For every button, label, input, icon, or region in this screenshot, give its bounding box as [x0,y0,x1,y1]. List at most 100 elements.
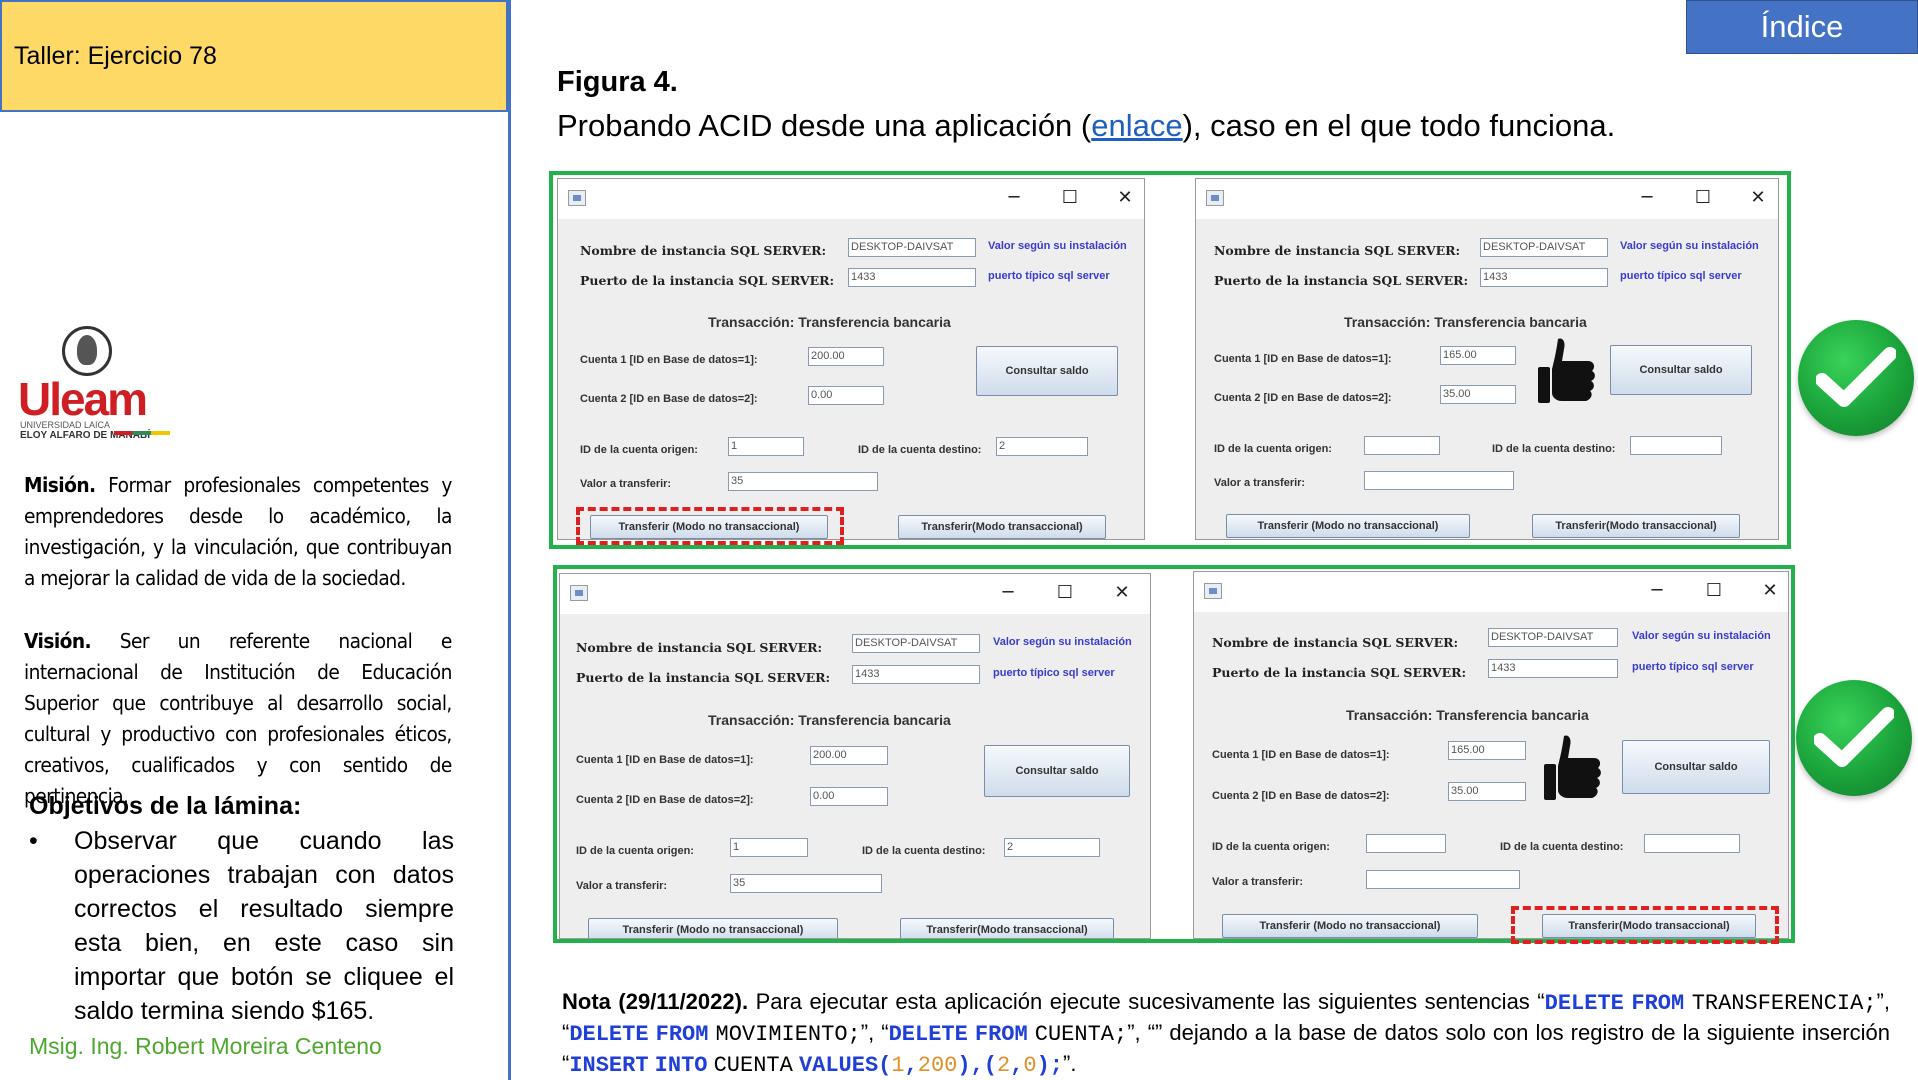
sql-number: 2 [997,1053,1011,1078]
sidebar: Taller: Ejercicio 78 Uleam UNIVERSIDAD L… [0,0,511,1080]
account2-label: Cuenta 2 [ID en Base de datos=2]: [576,794,754,806]
port-hint: puerto típico sql server [1632,661,1754,673]
port-hint: puerto típico sql server [988,270,1110,282]
amount-field[interactable]: 35 [728,472,878,491]
title-bar: ─ ☐ ✕ [560,574,1150,614]
maximize-button[interactable]: ☐ [1705,580,1723,601]
port-field[interactable]: 1433 [1480,268,1608,287]
instance-hint: Valor según su instalación [988,240,1127,252]
transfer-transactional-button[interactable]: Transferir(Modo transaccional) [900,918,1114,938]
account1-balance-field[interactable]: 165.00 [1448,741,1526,760]
figure-caption: Probando ACID desde una aplicación (enla… [557,108,1615,144]
section-title: Transacción: Transferencia bancaria [1344,314,1587,330]
origin-field[interactable]: 1 [728,437,804,456]
author-name: Msig. Ing. Robert Moreira Centeno [29,1033,382,1059]
workshop-title: Taller: Ejercicio 78 [14,42,217,70]
sql-keyword: FROM [655,1022,709,1047]
transfer-transactional-button[interactable]: Transferir(Modo transaccional) [1532,514,1740,538]
note-text: Para ejecutar esta aplicación ejecute su… [748,989,1545,1014]
sql-punct: , [904,1053,918,1078]
transfer-non-transactional-button[interactable]: Transferir (Modo no transaccional) [1226,514,1470,538]
amount-field[interactable]: 35 [730,874,882,893]
account2-label: Cuenta 2 [ID en Base de datos=2]: [580,393,758,405]
caption-link[interactable]: enlace [1091,108,1183,143]
destination-label: ID de la cuenta destino: [1492,443,1616,455]
app-window-2: ─ ☐ ✕ Nombre de instancia SQL SERVER: DE… [1195,178,1779,540]
account1-balance-field[interactable]: 165.00 [1440,346,1516,365]
instance-label: Nombre de instancia SQL SERVER: [1214,243,1461,258]
index-button[interactable]: Índice [1686,0,1918,54]
transfer-non-transactional-button[interactable]: Transferir (Modo no transaccional) [1222,914,1478,938]
consult-balance-button[interactable]: Consultar saldo [1622,740,1770,794]
consult-balance-button[interactable]: Consultar saldo [1610,345,1752,395]
destination-label: ID de la cuenta destino: [862,845,986,857]
note-separator: ”, “ [860,1020,889,1045]
sql-keyword: DELETE [569,1022,649,1047]
transfer-transactional-button[interactable]: Transferir(Modo transaccional) [1542,914,1756,938]
close-button[interactable]: ✕ [1117,187,1133,208]
origin-field[interactable]: 1 [730,838,808,857]
title-bar: ─ ☐ ✕ [1196,179,1778,219]
destination-field[interactable]: 2 [996,437,1088,456]
instance-field[interactable]: DESKTOP-DAIVSAT [852,634,980,653]
transfer-transactional-button[interactable]: Transferir(Modo transaccional) [898,515,1106,539]
figure-title: Figura 4. [557,66,678,98]
minimize-button[interactable]: ─ [1008,187,1020,208]
port-label: Puerto de la instancia SQL SERVER: [1214,273,1469,288]
mision-paragraph: Misión. Formar profesionales competentes… [24,470,452,594]
instance-hint: Valor según su instalación [1632,630,1771,642]
port-field[interactable]: 1433 [1488,659,1618,678]
account2-balance-field[interactable]: 0.00 [808,386,884,405]
objectives-list: • Observar que cuando las operaciones tr… [29,824,454,1028]
consult-balance-button[interactable]: Consultar saldo [976,346,1118,396]
amount-field[interactable] [1366,870,1520,889]
objective-item: Observar que cuando las operaciones trab… [74,827,454,1025]
destination-field[interactable] [1644,834,1740,853]
destination-field[interactable] [1630,436,1722,455]
java-app-icon [1206,190,1224,206]
port-field[interactable]: 1433 [848,268,976,287]
consult-balance-button[interactable]: Consultar saldo [984,745,1130,797]
destination-field[interactable]: 2 [1004,838,1100,857]
account2-balance-field[interactable]: 0.00 [810,787,888,806]
account2-balance-field[interactable]: 35.00 [1440,385,1516,404]
section-title: Transacción: Transferencia bancaria [708,314,951,330]
vision-text: Ser un referente nacional e internaciona… [24,629,452,808]
amount-label: Valor a transferir: [576,880,668,892]
note-text: ”, “” dejando a la base de datos solo co… [562,1020,1890,1076]
origin-field[interactable] [1366,834,1446,853]
sql-keyword: INTO [654,1053,708,1078]
instance-field[interactable]: DESKTOP-DAIVSAT [1480,238,1608,257]
close-button[interactable]: ✕ [1114,582,1130,603]
origin-field[interactable] [1364,436,1440,455]
minimize-button[interactable]: ─ [1641,187,1653,208]
thumbs-up-icon [1538,338,1595,403]
port-hint: puerto típico sql server [1620,270,1742,282]
sql-punct: , [1010,1053,1024,1078]
minimize-button[interactable]: ─ [1002,582,1014,603]
sql-number: 1 [891,1053,905,1078]
account2-balance-field[interactable]: 35.00 [1448,782,1526,801]
transfer-non-transactional-button[interactable]: Transferir (Modo no transaccional) [590,515,828,539]
maximize-button[interactable]: ☐ [1056,582,1074,603]
minimize-button[interactable]: ─ [1651,580,1663,601]
sql-number: 200 [917,1053,958,1078]
maximize-button[interactable]: ☐ [1694,187,1712,208]
mision-label: Misión. [24,473,96,497]
maximize-button[interactable]: ☐ [1061,187,1079,208]
sql-keyword: INSERT [569,1053,649,1078]
account1-balance-field[interactable]: 200.00 [808,347,884,366]
amount-field[interactable] [1364,471,1514,490]
instance-field[interactable]: DESKTOP-DAIVSAT [1488,628,1618,647]
close-button[interactable]: ✕ [1762,580,1778,601]
account1-label: Cuenta 1 [ID en Base de datos=1]: [580,354,758,366]
note-label: Nota (29/11/2022). [562,989,749,1014]
title-bar: ─ ☐ ✕ [1194,572,1788,612]
java-app-icon [570,585,588,601]
transfer-non-transactional-button[interactable]: Transferir (Modo no transaccional) [588,918,838,938]
account1-balance-field[interactable]: 200.00 [810,746,888,765]
close-button[interactable]: ✕ [1750,187,1766,208]
instance-field[interactable]: DESKTOP-DAIVSAT [848,238,976,257]
port-field[interactable]: 1433 [852,665,980,684]
amount-label: Valor a transferir: [580,478,672,490]
